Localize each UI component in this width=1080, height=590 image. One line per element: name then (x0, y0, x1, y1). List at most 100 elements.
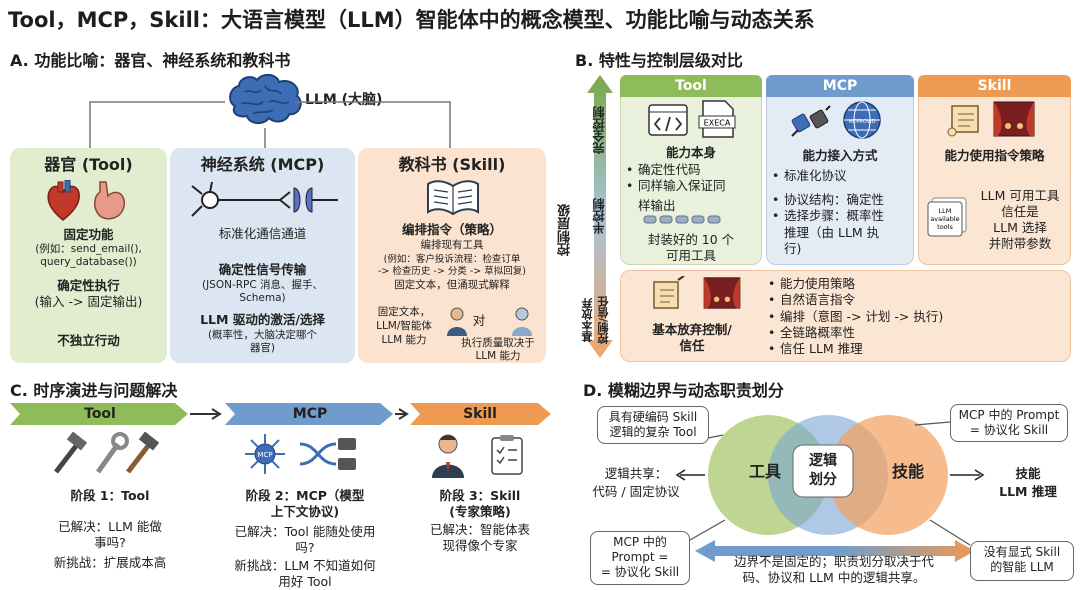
brain-icon (229, 74, 302, 124)
callout-complex-tool-l1: 具有硬编码 Skill (608, 410, 698, 424)
b-skill-line3: 信任是 (1001, 204, 1039, 219)
b-skill-header: Skill (918, 75, 1071, 97)
d-bottom-line1: 边界不是固定的；职责划分取决于代 (733, 554, 934, 569)
callout-complex-tool-l2: 逻辑的复杂 Tool (609, 425, 697, 439)
b-bottom-bullet2: 自然语言指令 (768, 292, 1068, 309)
textbook-skill-title: 教科书 (Skill) (398, 155, 506, 174)
tools-stack-label1: LLM (939, 207, 952, 215)
b-skill-line5: 并附带参数 (988, 236, 1052, 251)
section-c-heading: C. 时序演进与问题解决 (10, 381, 178, 400)
callout-smart-llm-l1: 没有显式 Skill (983, 545, 1061, 559)
book-icon (427, 180, 479, 216)
textbook-line1: 编排指令（策略） (401, 222, 502, 237)
plug-icon (791, 105, 831, 137)
stage2-r2: 吗? (295, 540, 315, 555)
b-bottom-line2: 信任 (679, 338, 705, 353)
b-tool-header: Tool (620, 75, 762, 97)
b-mcp-header: MCP (766, 75, 914, 97)
stage3-title2: (专家策略) (449, 504, 511, 519)
nervous-line6: (概率性，大脑决定哪个 (207, 329, 318, 341)
textbook-line5: 固定文本，但涌现式解释 (394, 279, 510, 291)
nervous-line5: LLM 驱动的激活/选择 (200, 312, 325, 327)
organ-line5: (输入 -> 固定输出) (34, 294, 143, 309)
textbook-line6: 固定文本， (377, 306, 431, 318)
tools-stack-icon: LLM available tools (927, 197, 967, 237)
textbook-line2: 编排现有工具 (420, 239, 484, 251)
stage1-r1: 已解决：LLM 能做 (58, 519, 162, 534)
b-bottom-bullet5: 信任 LLM 推理 (768, 341, 1068, 358)
timeline-mcp: MCP (292, 406, 328, 422)
stage2-r3: 新挑战：LLM 不知道如何 (234, 558, 376, 573)
heart-icon (47, 180, 80, 221)
b-bottom-bullet3: 编排（意图 -> 计划 -> 执行) (768, 309, 1068, 326)
stage3-r2: 现得像个专家 (442, 538, 518, 553)
expert-icon (432, 434, 464, 478)
clipboard-icon (491, 435, 523, 475)
b-mcp-bullet2: 协议结构：确定性 (772, 192, 912, 209)
b-tool-line3: 可用工具 (665, 248, 716, 263)
stomach-icon (94, 181, 125, 220)
page-title: Tool，MCP，Skill：大语言模型（LLM）智能体中的概念模型、功能比喻与… (8, 8, 815, 32)
axis-label: 控制层级 (558, 204, 573, 256)
venn-tool-label: 工具 (748, 462, 781, 481)
nervous-line4: Schema) (239, 292, 286, 304)
b-mcp-bullet3c: 行) (784, 241, 802, 256)
theater-icon-2 (703, 277, 741, 309)
venn-skill-label: 技能 (891, 462, 924, 481)
stage3-title1: 阶段 3：Skill (439, 488, 521, 503)
organ-line6: 不独立行动 (57, 333, 120, 348)
textbook-line7: LLM/智能体 (376, 320, 432, 332)
textbook-line3: (例如：客户投诉流程：检查订单 (383, 254, 521, 265)
mcp-hub-label: MCP (257, 451, 272, 459)
callout-complex-tool: 具有硬编码 Skill 逻辑的复杂 Tool (597, 406, 709, 444)
textbook-line9: 对 (472, 313, 486, 328)
venn-logic-label2: 划分 (809, 472, 837, 488)
organ-line2: (例如：send_email(), (35, 243, 142, 255)
callout-smart-llm-l2: 的智能 LLM (990, 560, 1054, 574)
cable-connector-icon (299, 438, 356, 470)
nervous-mcp-panel (170, 148, 355, 363)
control-level-arrow (587, 75, 613, 358)
nervous-line3: (JSON-RPC 消息、握手、 (201, 279, 324, 291)
b-tool-line1: 能力本身 (665, 145, 716, 160)
b-bottom-bullet1: 能力使用策略 (768, 276, 1068, 293)
axis-full-control: 完全控制 (592, 106, 606, 154)
callout-smart-llm: 没有显式 Skill 的智能 LLM (970, 541, 1074, 581)
b-tool-bullet1: 确定性代码 (626, 162, 760, 179)
stage2-r1: 已解决：Tool 能随处使用 (234, 524, 376, 539)
venn-logic-label1: 逻辑 (809, 453, 837, 469)
organ-line1: 固定功能 (63, 227, 114, 242)
timeline-skill: Skill (463, 406, 497, 422)
callout-mcp-prompt-2-l1: MCP 中的 (613, 535, 667, 549)
brain-connectors (89, 101, 451, 150)
stage2-title1: 阶段 2：MCP（模型 (245, 488, 365, 503)
execa-file-icon: EXECA (698, 100, 736, 138)
mcp-hub-icon: MCP (245, 434, 285, 474)
b-tool-line2: 封装好的 10 个 (647, 232, 735, 247)
organ-tool-panel (10, 148, 167, 363)
b-mcp-line1: 能力接入方式 (802, 148, 878, 163)
section-d-heading: D. 模糊边界与动态职责划分 (583, 381, 784, 400)
stage1-r2: 事吗? (94, 535, 126, 550)
callout-mcp-prompt-l1: MCP 中的 Prompt (958, 408, 1060, 422)
theater-icon (993, 101, 1035, 137)
section-a-heading: A. 功能比喻：器官、神经系统和教科书 (10, 51, 291, 70)
brain-label: LLM (大脑) (305, 92, 383, 108)
d-bottom-line2: 码、协议和 LLM 中的逻辑共享。 (742, 570, 926, 585)
axis-half-control: 半控制 (592, 198, 606, 234)
stage2-r4: 用好 Tool (278, 574, 332, 589)
b-bottom-line1: 基本放弃控制/ (652, 322, 732, 337)
venn-diagram (675, 415, 985, 562)
b-skill-line1: 能力使用指令策略 (944, 148, 1045, 163)
timeline-arrows (10, 403, 551, 425)
section-b-heading: B. 特性与控制层级对比 (575, 51, 743, 70)
textbook-line4: -> 检查历史 -> 分类 -> 草拟回复) (378, 266, 526, 277)
hammer-wrench-icon (54, 432, 160, 474)
organ-line4: 确定性执行 (57, 278, 120, 293)
d-left-line1: 逻辑共享： (604, 466, 668, 481)
stage1-title: 阶段 1：Tool (70, 488, 150, 503)
globe-label: MCPROVID (849, 119, 876, 125)
b-bottom-bullet4: 全链路概率性 (768, 325, 1068, 342)
tools-stack-label3: tools (937, 223, 953, 231)
code-window-icon (648, 104, 688, 136)
